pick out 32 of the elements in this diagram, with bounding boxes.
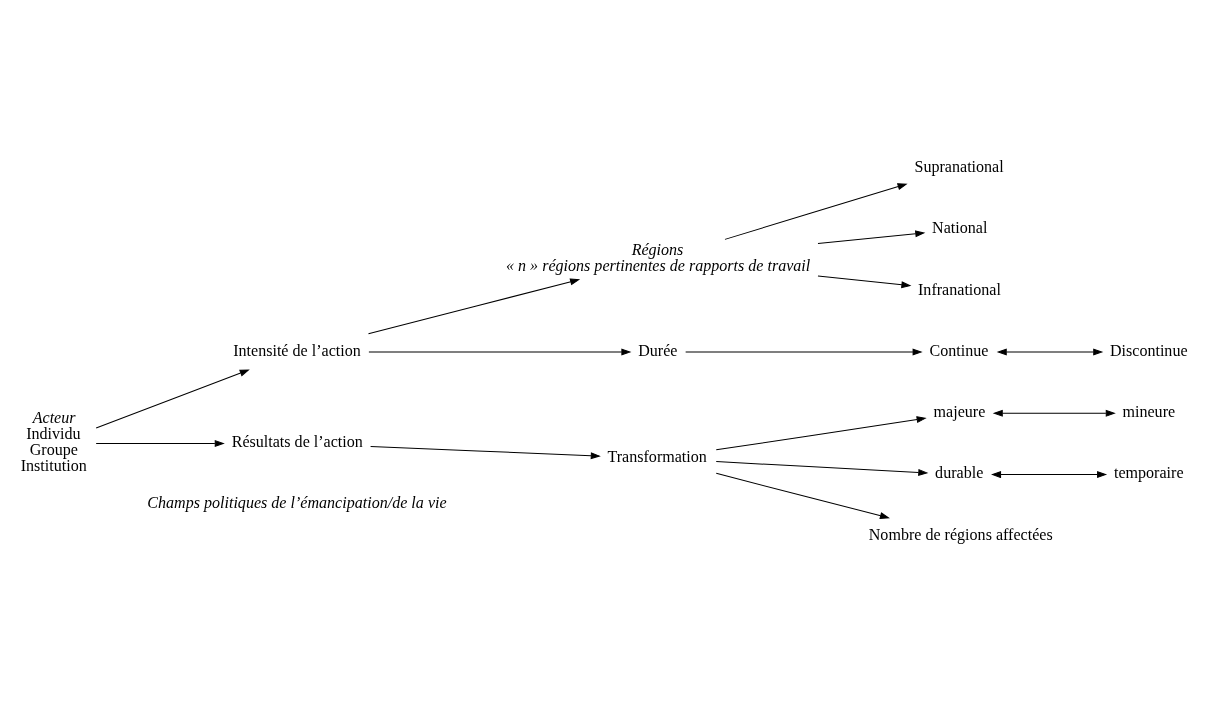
arrow	[370, 445, 600, 459]
arrow	[368, 348, 631, 355]
node-text: Supranational	[914, 157, 1004, 175]
arrow	[715, 415, 926, 450]
node-text: Discontinue	[1109, 341, 1188, 359]
label: Champs politiques de l’émancipation/de la vie	[147, 493, 447, 511]
arrow	[817, 229, 925, 244]
node-text: Résultats de l’action	[231, 432, 363, 450]
node-text: Intensité de l’action	[233, 341, 361, 359]
node-text: temporaire	[1113, 463, 1184, 481]
node-text: Transformation	[607, 447, 707, 465]
node-text: majeure	[933, 402, 986, 420]
node-text: Acteur Individu Groupe Institution	[20, 408, 87, 474]
node-text: durable	[935, 463, 984, 481]
arrow	[95, 439, 224, 447]
arrow	[715, 472, 889, 519]
node-text: Régions « n » régions pertinentes de rapports de travail	[506, 240, 811, 274]
arrow	[992, 470, 1107, 478]
arrow	[685, 348, 922, 355]
node-text: National	[932, 218, 988, 236]
arrow	[817, 275, 911, 288]
node-text: Continue	[929, 341, 989, 359]
arrow	[997, 348, 1103, 355]
arrow	[715, 460, 928, 476]
arrow	[993, 409, 1115, 417]
node-text: Nombre de régions affectées	[868, 525, 1053, 543]
node-text: mineure	[1122, 402, 1176, 420]
arrow	[95, 369, 249, 428]
arrow	[367, 277, 580, 334]
arrow	[724, 182, 907, 240]
node-text: Infranational	[918, 280, 1001, 298]
node-text: Durée	[638, 341, 678, 359]
